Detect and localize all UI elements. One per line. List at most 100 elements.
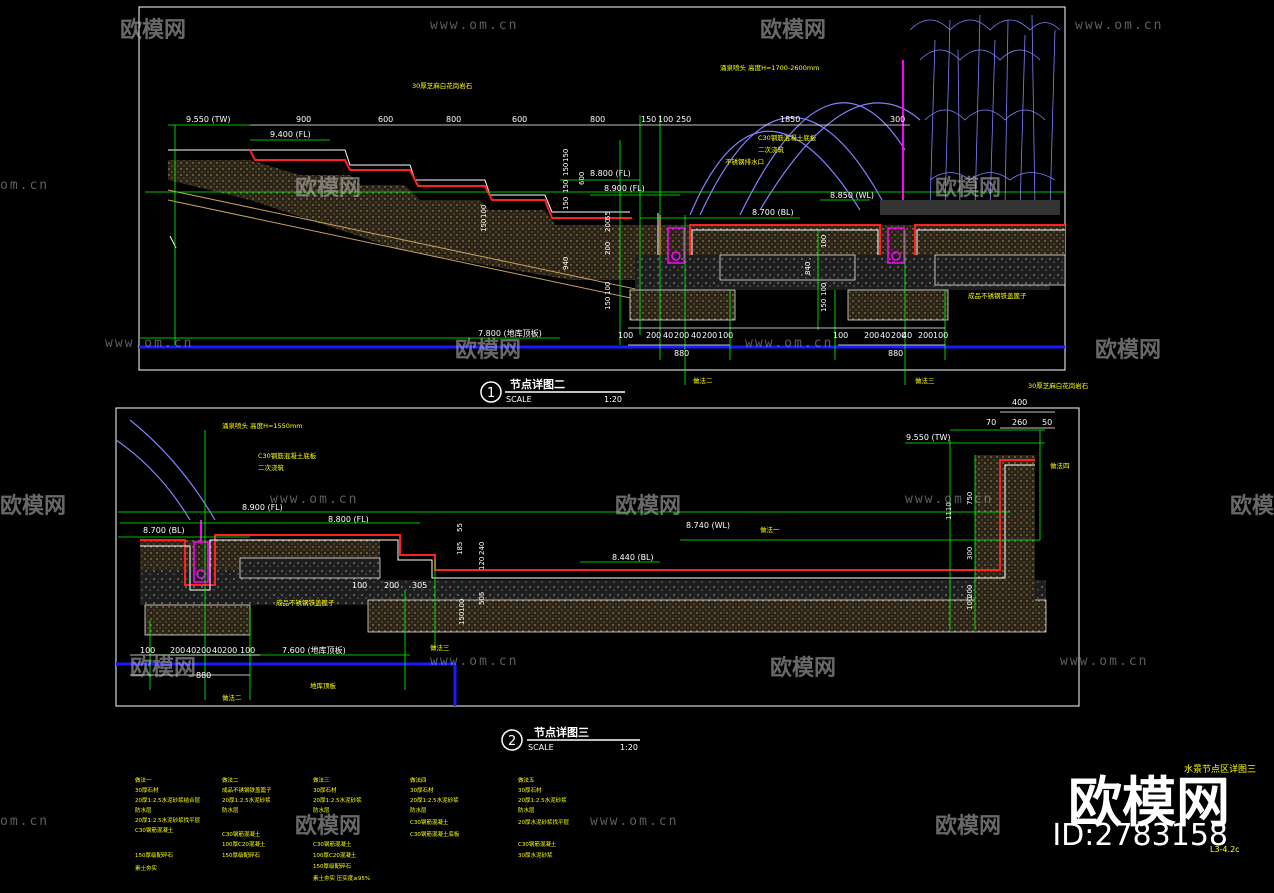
dim-label: 100	[820, 235, 828, 248]
legend-line: 20厚1:2.5水泥砂浆	[313, 796, 362, 804]
note-label: 做法一	[760, 525, 780, 534]
sheet-number: L3-4.2c	[1210, 845, 1240, 854]
dim-label: 300	[890, 115, 905, 124]
watermark-logo: 欧模网	[295, 176, 362, 201]
watermark-logo: 欧模网	[120, 18, 187, 43]
dim-label: 1110	[945, 502, 953, 520]
dim-label: 200	[864, 331, 879, 340]
watermark-logo: 欧模网	[455, 338, 522, 363]
dim-label: 100	[240, 646, 255, 655]
dim-label: 900	[296, 115, 311, 124]
detail1-number: 1	[487, 386, 495, 401]
detail2-frame	[115, 407, 1080, 707]
level-label: 8.900 (FL)	[242, 503, 283, 512]
dim-label: 150	[641, 115, 656, 124]
dim-label: 840	[804, 262, 812, 275]
dim-label: 150	[562, 180, 570, 193]
dim-label: 200	[966, 585, 974, 598]
legend-title: 做法五	[518, 776, 535, 784]
level-label: 8.850 (WL)	[830, 191, 874, 200]
dim-label: 100	[352, 581, 367, 590]
dim-label: 40	[212, 646, 222, 655]
sheet-title: 水景节点区详图三	[1184, 763, 1256, 775]
dim-label: 100	[458, 599, 466, 612]
watermark-url: www.om.cn	[590, 814, 679, 829]
dim-label: 300	[966, 547, 974, 560]
dim-label: 40	[880, 331, 890, 340]
legend-line: 150厚级配碎石	[222, 851, 260, 859]
legend-line: 100厚C20混凝土	[313, 851, 357, 859]
dim-label: 100	[604, 282, 612, 295]
dim-label: 600	[512, 115, 527, 124]
legend-line: 20厚1:2.5水泥砂浆找平层	[135, 816, 201, 824]
detail2-scale-label: SCALE	[528, 743, 554, 752]
legend-line: 30厚石材	[518, 786, 542, 794]
dim-label: 200	[222, 646, 237, 655]
dim-label: 50	[1042, 418, 1052, 427]
note-label: 涌泉喷头 高度H=1550mm	[222, 421, 303, 430]
legend-line: C30钢筋混凝土	[222, 830, 261, 838]
dim-label: 200	[604, 242, 612, 255]
detail1-level-lines	[140, 115, 1065, 385]
legend-line: 30厚石材	[313, 786, 337, 794]
legend-title: 做法二	[222, 776, 239, 784]
detail1-scale-value: 1:20	[604, 395, 622, 404]
level-label: 8.440 (BL)	[612, 553, 654, 562]
watermark-url: www.om.cn	[905, 492, 994, 507]
dim-label: 260	[1012, 418, 1027, 427]
dim-label: 200	[702, 331, 717, 340]
dim-label: 250	[676, 115, 691, 124]
legend-line: 防水层	[410, 806, 427, 814]
dim-label: 800	[590, 115, 605, 124]
level-label: 7.800 (地库顶板)	[478, 328, 542, 338]
legend-line: 20厚1:2.5水泥砂浆结合层	[135, 796, 201, 804]
note-label: 地库顶板	[310, 681, 337, 690]
dim-label: 200	[196, 646, 211, 655]
dim-label: 55	[456, 523, 464, 532]
legend-line: 防水层	[222, 806, 239, 814]
legend-column-3: 做法三 30厚石材 20厚1:2.5水泥砂浆 防水层 C30钢筋混凝土 100厚…	[313, 776, 370, 882]
dim-label: 100	[718, 331, 733, 340]
dim-label: 200	[646, 331, 661, 340]
note-label: 做法三	[430, 643, 450, 652]
note-label: 30厚芝麻白花岗岩石	[412, 81, 473, 90]
detail2-number: 2	[508, 734, 516, 749]
dim-label: 305	[412, 581, 427, 590]
legend-line: 20厚1:2.5水泥砂浆	[410, 796, 459, 804]
note-label: C30钢筋混凝土底板	[258, 451, 317, 460]
watermark-url: om.cn	[0, 178, 50, 193]
watermark-logo: 欧模网	[1095, 338, 1162, 363]
legend-line: 防水层	[313, 806, 330, 814]
brand-id: ID:2783158	[1052, 818, 1228, 853]
watermark-logo: 欧模网	[935, 176, 1002, 201]
dim-label: 100	[933, 331, 948, 340]
level-label: 9.550 (TW)	[186, 115, 230, 124]
detail2-title: 节点详图三	[534, 725, 589, 739]
dim-label: 55	[604, 211, 612, 220]
dim-label: 600	[578, 172, 586, 185]
dim-label: 880	[674, 349, 689, 358]
legend-title: 做法四	[410, 776, 427, 784]
detail2-title-block	[501, 729, 640, 751]
watermark-logo: 欧模网	[295, 814, 362, 839]
dim-label: 880	[196, 671, 211, 680]
dim-label: 100	[140, 646, 155, 655]
detail1-frame	[138, 6, 1066, 371]
legend-title: 做法三	[313, 776, 330, 784]
watermark-logo: 欧模网	[1230, 494, 1274, 519]
note-label: 成品不锈钢铁盖篦子	[276, 598, 335, 607]
dim-label: 1850	[780, 115, 800, 124]
dim-label: 150	[458, 612, 466, 625]
dim-label: 40	[902, 331, 912, 340]
legend-line: 防水层	[518, 806, 535, 814]
level-label: 9.550 (TW)	[906, 433, 950, 442]
legend-line: 20厚水泥砂浆找平层	[518, 818, 569, 826]
dim-label: 150	[820, 299, 828, 312]
watermark-logo: 欧模网	[760, 18, 827, 43]
legend-column-5: 做法五 30厚石材 20厚1:2.5水泥砂浆 防水层 20厚水泥砂浆找平层 C3…	[518, 776, 569, 859]
note-label: 二次浇筑	[258, 463, 285, 472]
detail1-scale-label: SCALE	[506, 395, 532, 404]
legend-line: C30钢筋混凝土底板	[410, 830, 460, 838]
legend-line: C30钢筋混凝土	[313, 840, 352, 848]
